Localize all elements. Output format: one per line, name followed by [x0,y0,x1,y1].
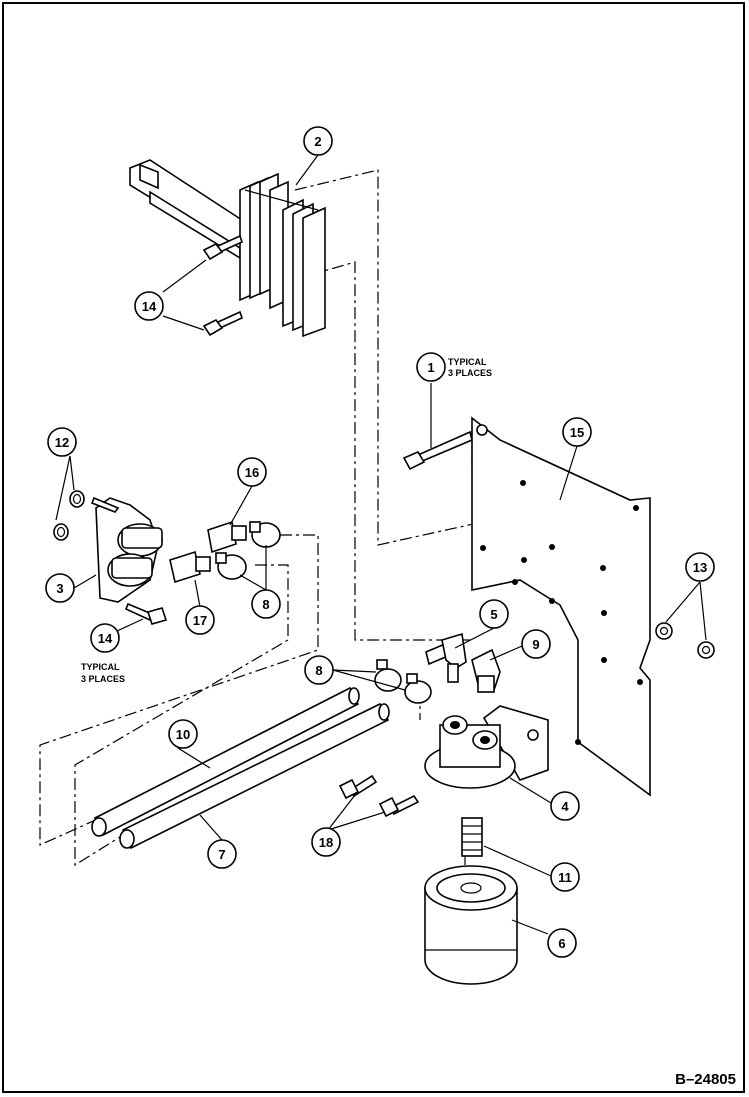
callout-12: 12 [47,427,77,457]
callout-3-label: 3 [56,581,63,596]
bracket-bolt-bottom [124,602,168,625]
callout-15: 15 [562,417,592,447]
callout-17: 17 [185,605,215,635]
callout-18: 18 [311,827,341,857]
oil-cooler [129,159,326,338]
fitting-17 [169,550,211,584]
callout-14-lower: 14 [90,623,120,653]
callout-9: 9 [521,629,551,659]
note-typical-1-line1: TYPICAL [448,357,487,367]
callout-1: 1 [416,352,446,382]
callout-18-label: 18 [319,835,333,850]
callout-10: 10 [168,719,198,749]
hose-10 [91,686,360,837]
callout-4-label: 4 [561,799,569,814]
figure-id: B–24805 [675,1071,736,1088]
hose-7 [119,702,390,850]
hose-clamp-lower-center [404,673,432,704]
callout-6: 6 [547,928,577,958]
bracket-bolt-top [90,496,120,513]
hose-clamp-lower-left [215,552,247,580]
callout-14-upper: 14 [134,291,164,321]
leader-lines [55,154,707,935]
callout-11: 11 [550,862,580,892]
filter-head [424,705,549,789]
callout-8-upper-label: 8 [262,597,269,612]
filter-head-bolt-lower [378,794,420,818]
plate-nut-upper [655,622,673,640]
callout-4: 4 [550,791,580,821]
callout-2-label: 2 [314,134,321,149]
callout-6-label: 6 [558,936,565,951]
cooler-bolt-upper [202,234,243,261]
mounting-plate [471,416,651,797]
callout-17-label: 17 [193,613,207,628]
callout-12-label: 12 [55,435,69,450]
oil-filter [424,865,518,985]
callout-5: 5 [479,599,509,629]
o-ring-lower [53,523,69,541]
fitting-16 [207,520,247,554]
callout-14-upper-label: 14 [142,299,157,314]
plate-bolt [402,424,488,471]
callout-16: 16 [237,457,267,487]
callout-7-label: 7 [218,847,225,862]
adapter-bracket [95,497,163,603]
callout-14-lower-label: 14 [98,631,113,646]
callout-9-label: 9 [532,637,539,652]
cooler-bolt-lower [202,310,243,337]
callout-2: 2 [303,126,333,156]
callout-5-label: 5 [490,607,497,622]
callout-3: 3 [45,573,75,603]
callout-11-label: 11 [558,870,572,885]
elbow-fitting-9 [471,648,501,693]
note-typical-14-line2: 3 PLACES [81,674,125,684]
callout-10-label: 10 [176,727,190,742]
callout-15-label: 15 [570,425,584,440]
callout-8-upper: 8 [251,589,281,619]
callout-7: 7 [207,839,237,869]
filter-nipple [461,817,483,857]
hose-clamp-upper-left [249,521,281,548]
o-ring-upper [69,490,85,508]
callout-8-lower: 8 [304,655,334,685]
note-typical-14-line1: TYPICAL [81,662,120,672]
hose-clamp-upper-center [374,659,402,692]
callout-8-lower-label: 8 [315,663,322,678]
callout-1-label: 1 [427,360,434,375]
filter-head-bolt-upper [338,774,378,800]
callout-16-label: 16 [245,465,259,480]
callout-13-label: 13 [693,560,707,575]
elbow-fitting-5 [425,632,467,683]
note-typical-1-line2: 3 PLACES [448,368,492,378]
callout-13: 13 [685,552,715,582]
plate-nut-lower [697,641,715,659]
